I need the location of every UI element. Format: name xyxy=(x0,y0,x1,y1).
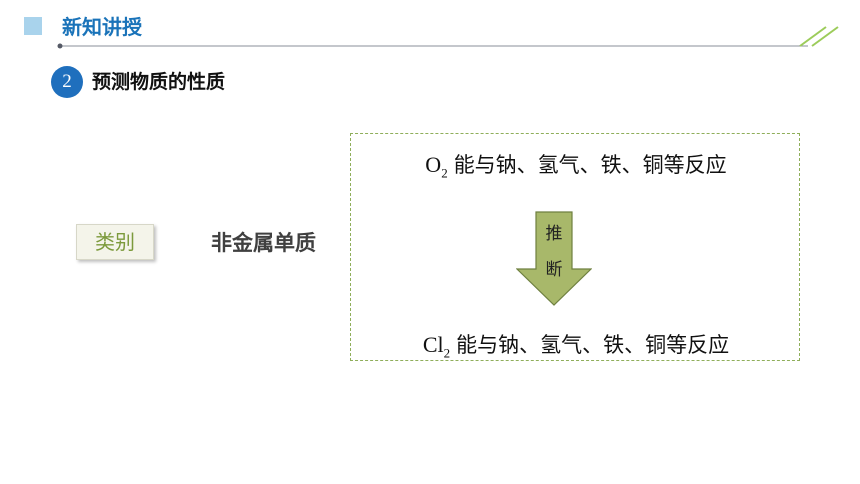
header-square-icon xyxy=(24,17,42,35)
predicted-property-text: 能与钠、氢气、铁、铜等反应 xyxy=(456,333,730,357)
arrow-label-char-1: 推 xyxy=(545,224,563,244)
formula-o2: O2 xyxy=(425,152,448,181)
arrow-label-char-2: 断 xyxy=(545,260,563,280)
formula-cl2: Cl2 xyxy=(422,332,451,361)
category-value: 非金属单质 xyxy=(211,231,316,255)
header-divider xyxy=(57,26,839,49)
section-title: 预测物质的性质 xyxy=(92,71,226,93)
category-label-box: 类别 xyxy=(76,224,154,260)
header-title: 新知讲授 xyxy=(62,15,142,39)
known-property-text: 能与钠、氢气、铁、铜等反应 xyxy=(453,153,727,177)
inference-arrow-icon xyxy=(516,211,592,306)
section-number-badge: 2 xyxy=(51,66,83,98)
